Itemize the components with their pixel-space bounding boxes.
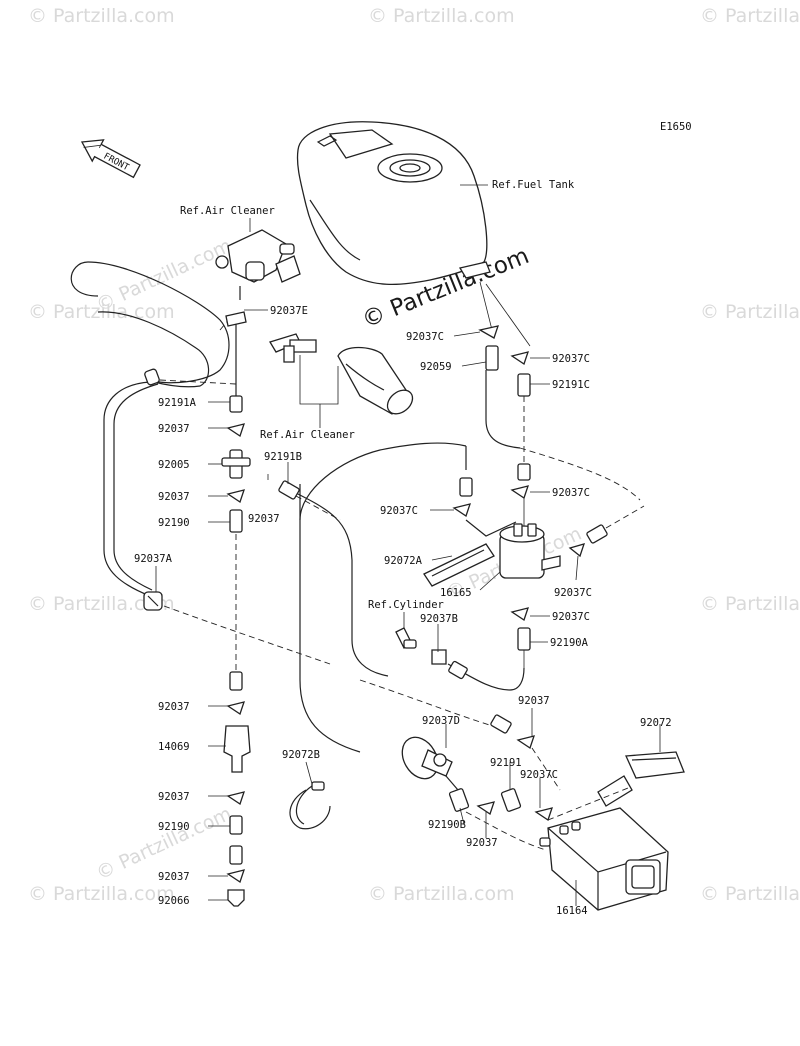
part-label: 92037	[518, 695, 550, 707]
part-label: 92037B	[420, 613, 458, 625]
part-label: 92037	[158, 491, 190, 503]
part-label: 92037	[158, 423, 190, 435]
part-label: 92190B	[428, 819, 466, 831]
part-label: 92037	[158, 871, 190, 883]
right-hose-chain	[478, 281, 641, 530]
fuel-filter-16165	[499, 523, 561, 579]
part-label: 92037C	[552, 611, 590, 623]
part-label: 92191	[490, 757, 522, 769]
diagram-code: E1650	[660, 121, 692, 133]
part-label: 16164	[556, 905, 588, 917]
watermark: © Partzilla.com	[28, 593, 175, 615]
part-label: 92190A	[550, 637, 589, 649]
part-label: 92072B	[282, 749, 320, 761]
ref-air-cleaner-label: Ref.Air Cleaner	[180, 205, 275, 217]
left-drain-hose	[103, 381, 151, 597]
part-label: 92191A	[158, 397, 197, 409]
watermark: © Partzilla.com	[700, 593, 800, 615]
part-label: 92037A	[134, 553, 173, 565]
clip-92037A	[143, 591, 163, 611]
part-label: 92037	[158, 791, 190, 803]
bracket-92072A	[423, 543, 495, 587]
watermark: © Partzilla.com	[368, 5, 515, 27]
watermark: © Partzilla.com	[700, 883, 800, 905]
part-label: 92037C	[520, 769, 558, 781]
canister-16164	[539, 807, 669, 911]
tee-fitting	[269, 333, 317, 363]
air-cleaner-valve	[215, 229, 301, 300]
front-arrow-icon: FRONT	[80, 139, 141, 179]
air-cleaner-box	[337, 346, 414, 415]
bracket-92072	[597, 751, 685, 807]
part-label: 92037	[248, 513, 280, 525]
part-label: 14069	[158, 741, 190, 753]
part-label: 16165	[440, 587, 472, 599]
part-label: 92037C	[552, 353, 590, 365]
center-hose-loop	[289, 489, 389, 677]
part-label: 92190	[158, 821, 190, 833]
grommet-92037D	[401, 736, 453, 780]
part-label: 92191B	[264, 451, 302, 463]
part-label: 92037	[158, 701, 190, 713]
part-label: 92190	[158, 517, 190, 529]
part-label: 92072A	[384, 555, 423, 567]
ref-fuel-tank-label: Ref.Fuel Tank	[492, 179, 575, 191]
part-label: 92037C	[552, 487, 590, 499]
left-hose-chain	[221, 318, 251, 907]
part-label: 92037C	[406, 331, 444, 343]
watermark: © Partzilla.com	[28, 5, 175, 27]
part-label: 92066	[158, 895, 190, 907]
strap-92072B	[289, 781, 331, 830]
part-label: 92037C	[554, 587, 592, 599]
watermark: © Partzilla.com	[700, 301, 800, 323]
part-label: 92037D	[422, 715, 460, 727]
part-label: 92037	[466, 837, 498, 849]
cylinder-fitting	[395, 627, 447, 665]
ref-cylinder-label: Ref.Cylinder	[368, 599, 444, 611]
part-label: 92072	[640, 717, 672, 729]
clip-92037E	[225, 311, 247, 327]
part-label: 92037E	[270, 305, 308, 317]
fuel-tank	[296, 121, 491, 286]
part-label: 92037C	[380, 505, 418, 517]
watermark: © Partzilla.com	[368, 883, 515, 905]
part-labels: 92037E 92037C 92059 92037C 92191C 92191A…	[134, 305, 672, 917]
watermark: © Partzilla.com	[28, 883, 175, 905]
part-label: 92005	[158, 459, 190, 471]
part-label: 92059	[420, 361, 452, 373]
watermark: © Partzilla.com	[700, 5, 800, 27]
ref-air-cleaner-mid-label: Ref.Air Cleaner	[260, 429, 355, 441]
leader-lines	[208, 309, 579, 906]
part-label: 92191C	[552, 379, 590, 391]
